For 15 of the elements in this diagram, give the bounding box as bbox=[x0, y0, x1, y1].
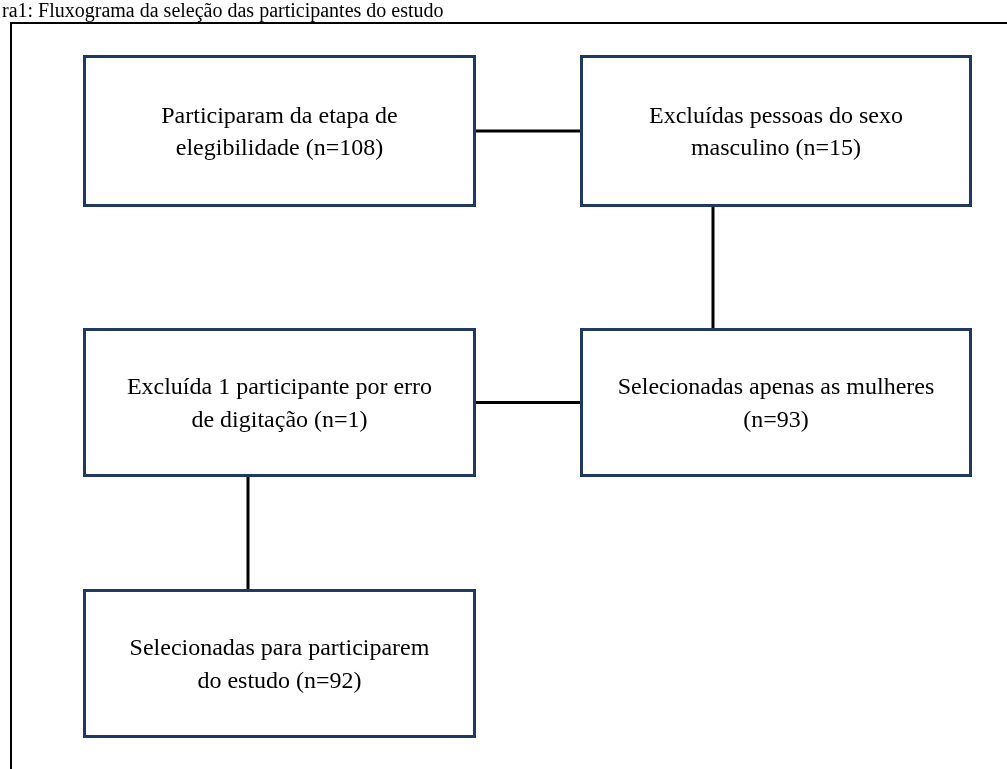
box-text: Excluída 1 participante por erro de digitação (n=1) bbox=[125, 372, 434, 434]
process-box bbox=[83, 55, 476, 207]
box-text: Selecionadas para participarem do estudo (n=92) bbox=[128, 633, 431, 695]
process-box bbox=[83, 589, 476, 738]
connector-line bbox=[476, 401, 580, 404]
connector-line bbox=[476, 129, 580, 133]
process-box bbox=[580, 328, 972, 477]
connector-line bbox=[246, 477, 250, 589]
box-text: Excluídas pessoas do sexo masculino (n=15) bbox=[648, 100, 904, 162]
process-box bbox=[580, 55, 972, 207]
box-text: Participaram da etapa de elegibilidade (n=108) bbox=[160, 100, 399, 162]
process-box bbox=[83, 328, 476, 477]
connector-line bbox=[711, 207, 715, 328]
box-text: Selecionadas apenas as mulheres (n=93) bbox=[616, 372, 936, 434]
figure-title: ra1: Fluxograma da seleção das participantes do estudo bbox=[2, 0, 444, 20]
